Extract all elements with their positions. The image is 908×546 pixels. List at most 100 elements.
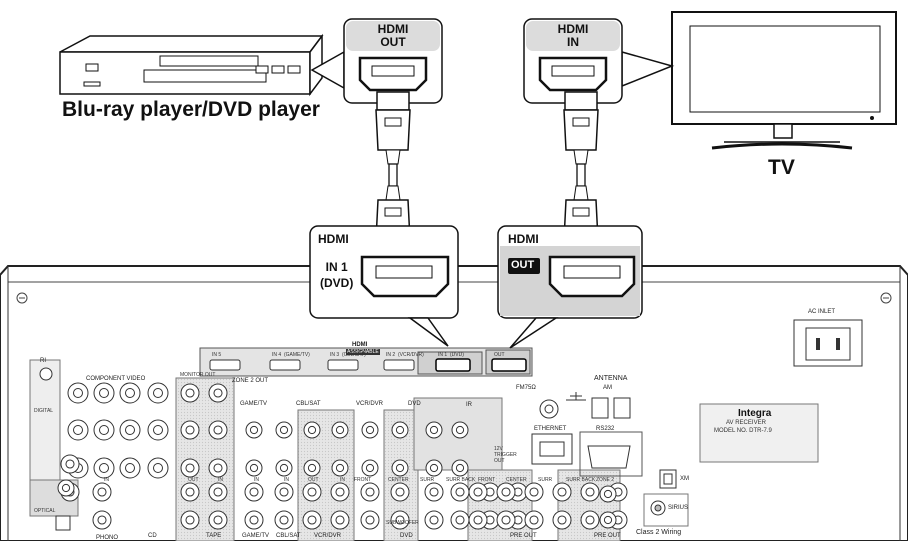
rca-jack <box>209 459 227 477</box>
receiver-in-label: IN 1 (DVD) <box>320 259 353 291</box>
rs232-port <box>588 446 630 468</box>
io-label: OUT <box>308 477 319 483</box>
receiver-out-label: OUT <box>511 259 534 271</box>
speaker-label: SURR <box>420 477 434 483</box>
bottom-label: TAPE <box>206 533 221 539</box>
io-label: IN <box>218 477 223 483</box>
bottom-label: PRE OUT <box>594 533 621 539</box>
hdmi-panel-title: HDMI <box>352 342 367 348</box>
rca-jack <box>94 458 114 478</box>
ethernet-label: ETHERNET <box>534 426 566 432</box>
hdmi-port <box>384 360 414 370</box>
rca-jack <box>209 511 227 529</box>
rca-jack <box>209 483 227 501</box>
rca-jack <box>332 422 348 438</box>
group-label: CBL/SAT <box>296 401 321 407</box>
am-label: AM <box>603 385 612 391</box>
bottom-label: VCR/DVR <box>314 533 341 539</box>
rca-jack <box>61 455 79 473</box>
rca-jack <box>331 483 349 501</box>
rca-jack <box>148 458 168 478</box>
antenna-label: ANTENNA <box>594 375 627 382</box>
rca-jack <box>120 383 140 403</box>
monitor-out-label: MONITOR OUT <box>180 372 215 378</box>
optical-port <box>56 516 70 530</box>
hdmi-port-out <box>492 359 526 371</box>
hdmi-port <box>328 360 358 370</box>
hdmi-input-sublabel: (VCR/DVR) <box>398 352 424 358</box>
rca-jack <box>469 483 487 501</box>
rca-jack <box>392 422 408 438</box>
rca-jack <box>497 511 515 529</box>
rca-jack <box>452 460 468 476</box>
rca-jack <box>361 511 379 529</box>
hdmi-port <box>210 360 240 370</box>
rca-jack <box>392 460 408 476</box>
rca-jack <box>303 511 321 529</box>
io-label: IN <box>340 477 345 483</box>
rca-jack <box>332 460 348 476</box>
hdmi-input-label: IN 3 <box>330 352 339 358</box>
rs232-label: RS232 <box>596 426 614 432</box>
rca-jack <box>525 511 543 529</box>
zone2-out-label: ZONE 2 OUT <box>232 378 268 384</box>
rca-jack <box>600 486 616 502</box>
rca-jack <box>181 421 199 439</box>
speaker-label: CENTER <box>506 477 527 483</box>
speaker-label: SURR BACK <box>446 477 475 483</box>
rca-jack <box>452 422 468 438</box>
bottom-label: GAME/TV <box>242 533 269 539</box>
io-label: IN <box>104 477 109 483</box>
rca-jack <box>94 420 114 440</box>
rca-jack <box>93 483 111 501</box>
rca-jack <box>209 421 227 439</box>
rca-jack <box>553 511 571 529</box>
hdmi-input-sublabel: (CBL/SAT) <box>342 352 366 358</box>
rca-jack <box>451 483 469 501</box>
component-video-label: COMPONENT VIDEO <box>86 376 145 382</box>
rca-jack <box>276 460 292 476</box>
rca-jack <box>275 511 293 529</box>
rca-jack <box>181 459 199 477</box>
group-label: DVD <box>408 401 421 407</box>
model-line2: MODEL NO. DTR-7.9 <box>714 428 772 434</box>
rca-jack <box>425 511 443 529</box>
optical-label: OPTICAL <box>34 508 55 514</box>
rca-jack <box>600 512 616 528</box>
speaker-label: ZONE 2 <box>596 477 614 483</box>
rca-jack <box>68 383 88 403</box>
hdmi-input-label: IN 5 <box>212 352 221 358</box>
hdmi-input-sublabel: (GAME/TV) <box>284 352 310 358</box>
io-label: IN <box>284 477 289 483</box>
rca-jack <box>245 483 263 501</box>
receiver-in-title: HDMI <box>318 232 349 246</box>
rca-jack <box>304 460 320 476</box>
subwoofer-label: SUBWOOFER <box>386 520 419 526</box>
rca-jack <box>451 511 469 529</box>
rca-jack <box>275 483 293 501</box>
rca-jack <box>303 483 321 501</box>
ri-jack <box>40 368 52 380</box>
speaker-label: FRONT <box>478 477 495 483</box>
rca-jack <box>581 511 599 529</box>
hdmi-port <box>270 360 300 370</box>
rca-jack <box>94 383 114 403</box>
rca-jack <box>148 383 168 403</box>
rca-jack <box>245 511 263 529</box>
rca-jack <box>209 384 227 402</box>
rca-jack <box>120 458 140 478</box>
rca-jack <box>553 483 571 501</box>
ri-label: RI <box>40 358 46 364</box>
phono-label: PHONO <box>96 535 118 541</box>
xm-label: XM <box>680 476 689 482</box>
class2-label: Class 2 Wiring <box>636 529 681 536</box>
rca-jack <box>304 422 320 438</box>
rca-jack <box>120 420 140 440</box>
speaker-label: SURR <box>538 477 552 483</box>
rca-jack <box>391 483 409 501</box>
fm-label: FM75Ω <box>516 385 536 391</box>
ac-inlet-label: AC INLET <box>808 309 835 315</box>
rca-jack <box>68 420 88 440</box>
rca-jack <box>362 422 378 438</box>
